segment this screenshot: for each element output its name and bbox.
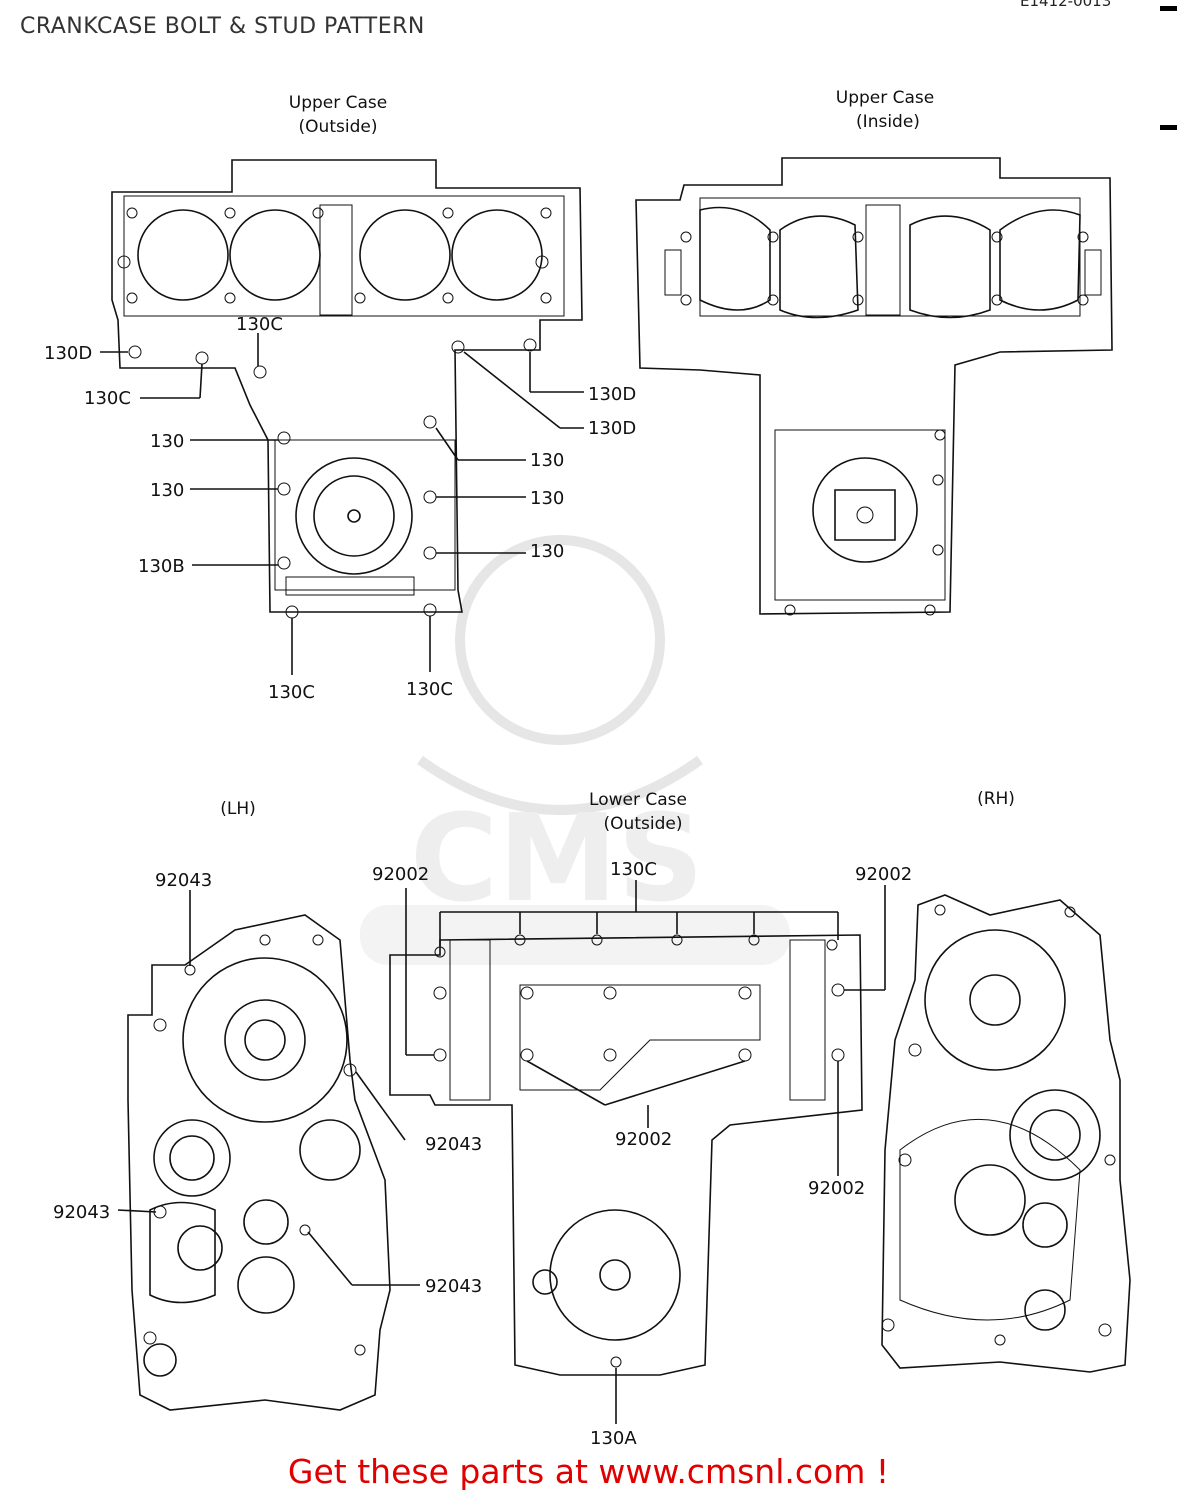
upper-case-inside-view bbox=[635, 157, 1113, 616]
callout-130C: 130C bbox=[84, 388, 131, 409]
callout-92002: 92002 bbox=[855, 864, 912, 885]
callout-130A: 130A bbox=[590, 1428, 637, 1449]
upper-inside-caption-line1: Upper Case bbox=[836, 88, 934, 108]
upper-outside-caption-line2: (Outside) bbox=[299, 117, 378, 137]
page-title: CRANKCASE BOLT & STUD PATTERN bbox=[20, 14, 425, 39]
callout-92043: 92043 bbox=[425, 1134, 482, 1155]
edge-marker bbox=[1160, 6, 1177, 11]
diagram-reference-code: E1412-0013 bbox=[1020, 0, 1112, 10]
callout-130D: 130D bbox=[588, 384, 636, 405]
upper-case-outside-view bbox=[111, 159, 583, 619]
callout-130: 130 bbox=[150, 431, 184, 452]
upper-outside-caption-line1: Upper Case bbox=[289, 93, 387, 113]
callout-130: 130 bbox=[150, 480, 184, 501]
callout-130: 130 bbox=[530, 450, 564, 471]
lower-outside-caption-line1: Lower Case bbox=[589, 790, 687, 810]
callout-130: 130 bbox=[530, 488, 564, 509]
callout-130C: 130C bbox=[406, 679, 453, 700]
callout-130C: 130C bbox=[610, 859, 657, 880]
callout-92043: 92043 bbox=[425, 1276, 482, 1297]
lower-case-lh-view bbox=[127, 914, 391, 1411]
callout-130B: 130B bbox=[138, 556, 185, 577]
callout-92002: 92002 bbox=[808, 1178, 865, 1199]
rh-caption: (RH) bbox=[977, 789, 1015, 809]
lower-outside-caption-line2: (Outside) bbox=[604, 814, 683, 834]
callout-92002: 92002 bbox=[372, 864, 429, 885]
lh-callout-lines bbox=[117, 890, 420, 1286]
lh-caption: (LH) bbox=[220, 799, 256, 819]
callout-92002: 92002 bbox=[615, 1129, 672, 1150]
callout-130C: 130C bbox=[236, 314, 283, 335]
footer-link-text[interactable]: Get these parts at www.cmsnl.com ! bbox=[287, 1452, 890, 1491]
callout-130D: 130D bbox=[588, 418, 636, 439]
callout-130C: 130C bbox=[268, 682, 315, 703]
callout-92043: 92043 bbox=[155, 870, 212, 891]
callout-92043: 92043 bbox=[53, 1202, 110, 1223]
lower-case-rh-view bbox=[881, 894, 1131, 1373]
callout-130D: 130D bbox=[44, 343, 92, 364]
watermark-logo: CMS bbox=[360, 535, 790, 965]
upper-outside-callout-lines bbox=[100, 333, 584, 675]
edge-marker bbox=[1160, 125, 1177, 130]
lower-outside-callout-lines bbox=[405, 880, 886, 1424]
callout-130: 130 bbox=[530, 541, 564, 562]
lower-case-outside-view bbox=[389, 934, 863, 1376]
upper-inside-caption-line2: (Inside) bbox=[856, 112, 920, 132]
